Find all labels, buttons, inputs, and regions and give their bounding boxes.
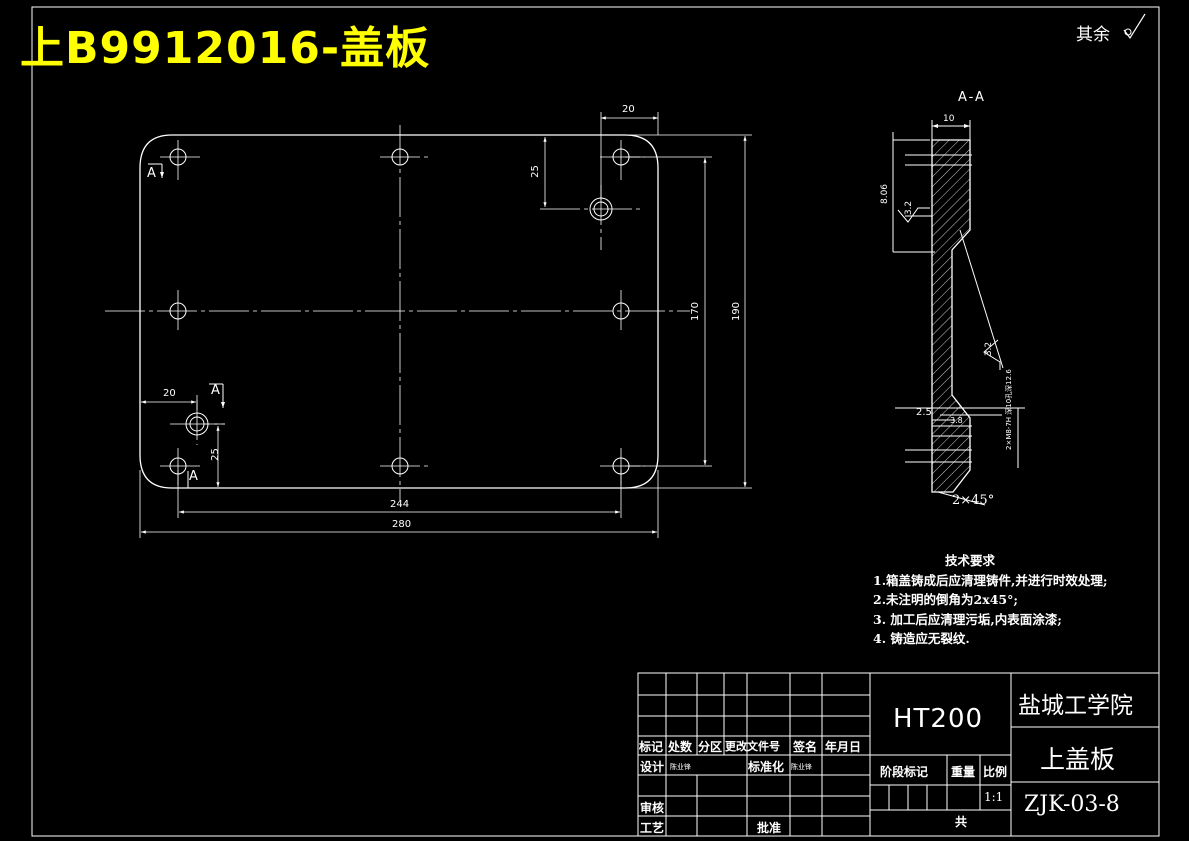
tb-total: 共 (955, 815, 968, 829)
dim-190: 190 (731, 301, 743, 322)
holes (169, 148, 630, 475)
dim-244: 244 (390, 499, 410, 510)
roughness-icon (1123, 13, 1146, 40)
dim-8-section: 8.06 (880, 183, 891, 205)
tb-weight: 重量 (951, 765, 976, 779)
dim-25-top: 25 (529, 165, 541, 178)
tb-process: 工艺 (640, 821, 665, 835)
tb-standardize: 标准化 (748, 760, 785, 774)
roughness-note: 其余 (1076, 25, 1110, 45)
center-lines (105, 125, 690, 500)
tb-header-sign: 签名 (793, 740, 818, 754)
title-block-grid (637, 672, 1160, 837)
tech-req-item: 3. 加工后应清理污垢,内表面涂漆; (873, 611, 1062, 627)
tech-req-item: 4. 铸造应无裂纹. (873, 631, 970, 647)
tb-material: HT200 (893, 704, 984, 734)
tb-header-change-doc: 更改文件号 (725, 740, 780, 753)
tb-header-zone: 分区 (698, 740, 723, 754)
tb-header-mark: 标记 (639, 740, 664, 754)
chamfer-label: 2×45° (952, 493, 995, 508)
tb-header-count: 处数 (668, 740, 693, 754)
tech-req-item: 2.未注明的倒角为2x45°; (873, 592, 1018, 608)
section-mark: A (147, 166, 156, 181)
dim-2-5-section: 2.5 (916, 407, 932, 418)
tech-req-item: 1.箱盖铸成后应清理铸件,并进行时效处理; (873, 572, 1108, 588)
section-view (892, 120, 1025, 506)
page-title: 上B9912016-盖板 (20, 23, 431, 74)
tb-header-date: 年月日 (825, 740, 862, 754)
tech-req-heading: 技术要求 (945, 553, 996, 568)
technical-requirements: 技术要求 1.箱盖铸成后应清理铸件,并进行时效处理; 2.未注明的倒角为2x45… (873, 551, 1108, 649)
tb-scale: 1:1 (984, 790, 1004, 804)
tb-designer-1: 陈业锋 (670, 763, 691, 771)
dim-25-left: 25 (209, 448, 221, 461)
tb-design: 设计 (640, 760, 665, 774)
roughness-3-2-a: 3.2 (904, 200, 915, 216)
dimension-lines (139, 112, 752, 538)
tb-approve: 批准 (757, 821, 782, 835)
dim-10-section: 10 (943, 114, 955, 124)
tb-stage-mark: 阶段标记 (880, 765, 929, 779)
dim-3-8-section: 3.8 (950, 416, 963, 425)
tb-designer-2: 陈业锋 (791, 763, 812, 771)
tb-drawing-no: ZJK-03-8 (1024, 792, 1120, 817)
dim-170: 170 (690, 301, 702, 322)
tb-scale-label: 比例 (983, 765, 1008, 779)
section-mark: A (189, 469, 198, 484)
tb-school: 盐城工学院 (1018, 693, 1133, 719)
thread-note: 2×M8-7H 深10孔深12.6 (1005, 369, 1013, 450)
roughness-3-2-b: 3.2 (984, 341, 995, 357)
section-label: A-A (958, 90, 986, 105)
section-arrows (148, 163, 225, 489)
dim-280: 280 (392, 519, 412, 530)
drawing-frame (31, 6, 1160, 837)
section-mark: A (211, 383, 220, 398)
dim-20-left: 20 (163, 388, 176, 399)
tb-part-name: 上盖板 (1040, 745, 1116, 774)
tb-review: 审核 (640, 801, 665, 815)
dim-20-top: 20 (622, 104, 635, 115)
